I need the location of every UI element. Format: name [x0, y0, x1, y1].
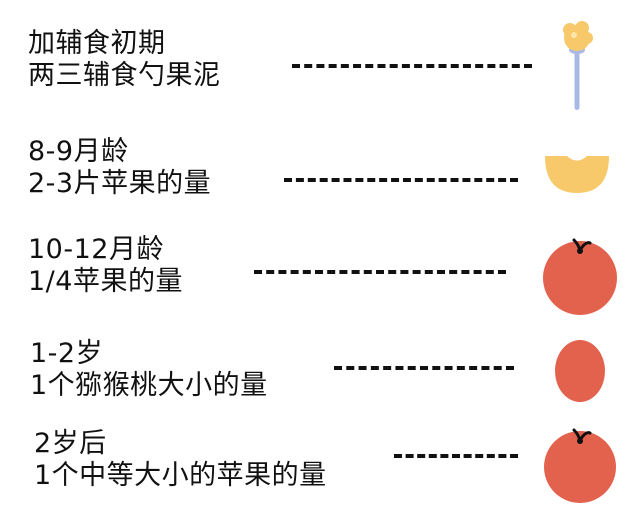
stage-label: 加辅食初期 两三辅食勺果泥 [28, 28, 221, 92]
stage-title: 2岁后 [34, 428, 107, 459]
stage-amount: 1个中等大小的苹果的量 [34, 460, 327, 491]
stage-label: 2岁后 1个中等大小的苹果的量 [34, 428, 327, 492]
stage-title: 10-12月龄 [28, 234, 164, 265]
dashed-connector [284, 178, 518, 182]
dashed-connector [334, 366, 514, 370]
stage-title: 加辅食初期 [28, 28, 166, 59]
stage-label: 1-2岁 1个猕猴桃大小的量 [30, 338, 268, 402]
dashed-connector [254, 270, 506, 274]
dashed-connector [394, 454, 518, 458]
apple-icon [544, 428, 616, 503]
spoon-with-puree-icon [563, 21, 593, 110]
stage-label: 8-9月龄 2-3片苹果的量 [28, 136, 211, 200]
stage-amount: 两三辅食勺果泥 [28, 60, 221, 91]
stage-amount: 1个猕猴桃大小的量 [30, 370, 268, 401]
apple-icon [543, 238, 617, 315]
stage-title: 8-9月龄 [28, 136, 129, 167]
stage-amount: 2-3片苹果的量 [28, 168, 212, 199]
stage-label: 10-12月龄 1/4苹果的量 [28, 234, 183, 298]
kiwi-size-icon [555, 340, 605, 402]
dashed-connector [292, 64, 532, 68]
stage-amount: 1/4苹果的量 [28, 266, 183, 297]
stage-title: 1-2岁 [30, 338, 104, 369]
apple-slice-icon [545, 156, 609, 193]
